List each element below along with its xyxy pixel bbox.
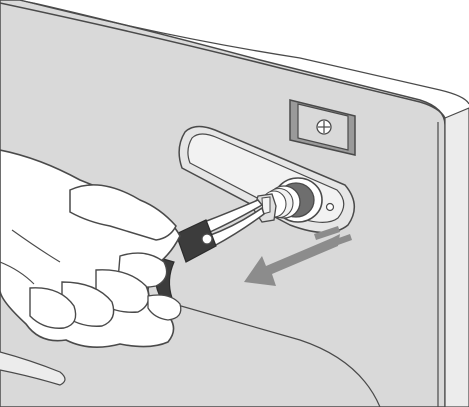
side-panel bbox=[445, 108, 469, 407]
pliers-pivot bbox=[202, 234, 212, 244]
small-hole bbox=[327, 204, 334, 211]
